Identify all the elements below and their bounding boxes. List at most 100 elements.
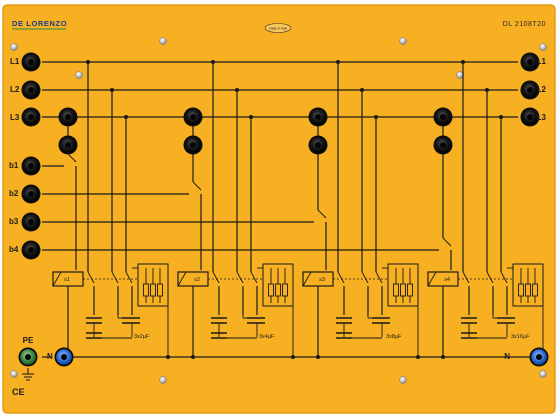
made-in-badge: [264, 23, 292, 33]
coil-diagonal: [427, 271, 437, 287]
socket-group1-mid[interactable]: [58, 135, 78, 155]
socket-group4-top[interactable]: [433, 107, 453, 127]
contact-blade: [337, 271, 345, 284]
junction-dot: [191, 355, 195, 359]
coil-diagonal: [177, 271, 187, 287]
panel-face: [2, 4, 556, 414]
socket-hole: [440, 114, 446, 120]
screw-icon: [10, 43, 18, 51]
socket-b3[interactable]: [21, 212, 41, 232]
socket-hole: [28, 163, 34, 169]
screw-icon: [159, 37, 167, 45]
control-lever: [192, 181, 202, 191]
socket-l3-left[interactable]: [21, 107, 41, 127]
socket-b1[interactable]: [21, 156, 41, 176]
contact-blade: [111, 271, 119, 284]
screw-icon: [539, 370, 547, 378]
contactor-label-s4: s4: [444, 277, 450, 283]
socket-hole: [527, 59, 533, 65]
socket-hole: [527, 114, 533, 120]
socket-hole: [28, 191, 34, 197]
socket-neutral-right[interactable]: [529, 347, 549, 367]
discharge-resistor-frame: [512, 263, 544, 307]
screw-icon: [399, 37, 407, 45]
socket-neutral-left[interactable]: [54, 347, 74, 367]
socket-l2-left[interactable]: [21, 80, 41, 100]
socket-earth[interactable]: [18, 347, 38, 367]
screw-icon: [75, 71, 83, 79]
socket-hole: [190, 114, 196, 120]
discharge-resistor-frame: [387, 263, 419, 307]
socket-hole: [65, 114, 71, 120]
components: [22, 263, 544, 381]
socket-hole: [28, 87, 34, 93]
junction-dot: [124, 115, 128, 119]
socket-group2-mid[interactable]: [183, 135, 203, 155]
contact-blade: [250, 271, 258, 284]
control-lever: [317, 209, 327, 219]
resistor-symbol: [150, 283, 156, 297]
junction-dot: [416, 355, 420, 359]
socket-hole: [61, 354, 67, 360]
resistor-symbol: [532, 283, 538, 297]
socket-b2[interactable]: [21, 184, 41, 204]
terminal-label-b3: b3: [9, 217, 19, 226]
neutral-label-right: N: [504, 352, 510, 361]
capacitance-label-4: 3x16µF: [511, 334, 530, 340]
contact-blade: [212, 271, 220, 284]
brand-logo: DE LORENZO: [12, 19, 67, 28]
junction-dot: [110, 88, 114, 92]
socket-hole: [28, 114, 34, 120]
terminal-label-b1: b1: [9, 161, 19, 170]
capacitance-label-2: 3x4µF: [259, 334, 275, 340]
contactor-label-s1: s1: [64, 277, 70, 283]
contact-blade: [462, 271, 470, 284]
mounting-screws: [10, 37, 547, 384]
screw-icon: [10, 370, 18, 378]
resistor-symbol: [275, 283, 281, 297]
contactor-label-s3: s3: [319, 277, 325, 283]
socket-group1-top[interactable]: [58, 107, 78, 127]
junction-dot: [461, 60, 465, 64]
resistor-symbol: [268, 283, 274, 297]
socket-l3-right[interactable]: [520, 107, 540, 127]
socket-l1-left[interactable]: [21, 52, 41, 72]
terminal-label-b2: b2: [9, 189, 19, 198]
junction-dot: [235, 88, 239, 92]
sockets: [18, 52, 549, 367]
coil-diagonal: [302, 271, 312, 287]
terminal-label-l2-right: L2: [537, 85, 547, 94]
terminal-label-l1-left: L1: [10, 57, 20, 66]
socket-l1-right[interactable]: [520, 52, 540, 72]
socket-hole: [315, 142, 321, 148]
socket-l2-right[interactable]: [520, 80, 540, 100]
junction-dot: [485, 88, 489, 92]
socket-group3-top[interactable]: [308, 107, 328, 127]
terminal-label-l3-left: L3: [10, 113, 20, 122]
socket-hole: [527, 87, 533, 93]
contact-blade: [486, 271, 494, 284]
junction-dot: [360, 88, 364, 92]
contactor-label-s2: s2: [194, 277, 200, 283]
junction-dot: [86, 60, 90, 64]
socket-group4-mid[interactable]: [433, 135, 453, 155]
socket-hole: [28, 247, 34, 253]
coil-diagonal: [52, 271, 62, 287]
socket-hole: [440, 142, 446, 148]
junction-dot: [249, 115, 253, 119]
resistor-symbol: [143, 283, 149, 297]
contact-blade: [125, 271, 133, 284]
socket-hole: [65, 142, 71, 148]
socket-group3-mid[interactable]: [308, 135, 328, 155]
wiring: [42, 60, 545, 359]
socket-b4[interactable]: [21, 240, 41, 260]
contact-blade: [87, 271, 95, 284]
socket-group2-top[interactable]: [183, 107, 203, 127]
socket-hole: [28, 59, 34, 65]
socket-hole: [25, 354, 31, 360]
junction-dot: [499, 115, 503, 119]
capacitance-label-1: 3x2µF: [134, 334, 150, 340]
resistor-symbol: [400, 283, 406, 297]
